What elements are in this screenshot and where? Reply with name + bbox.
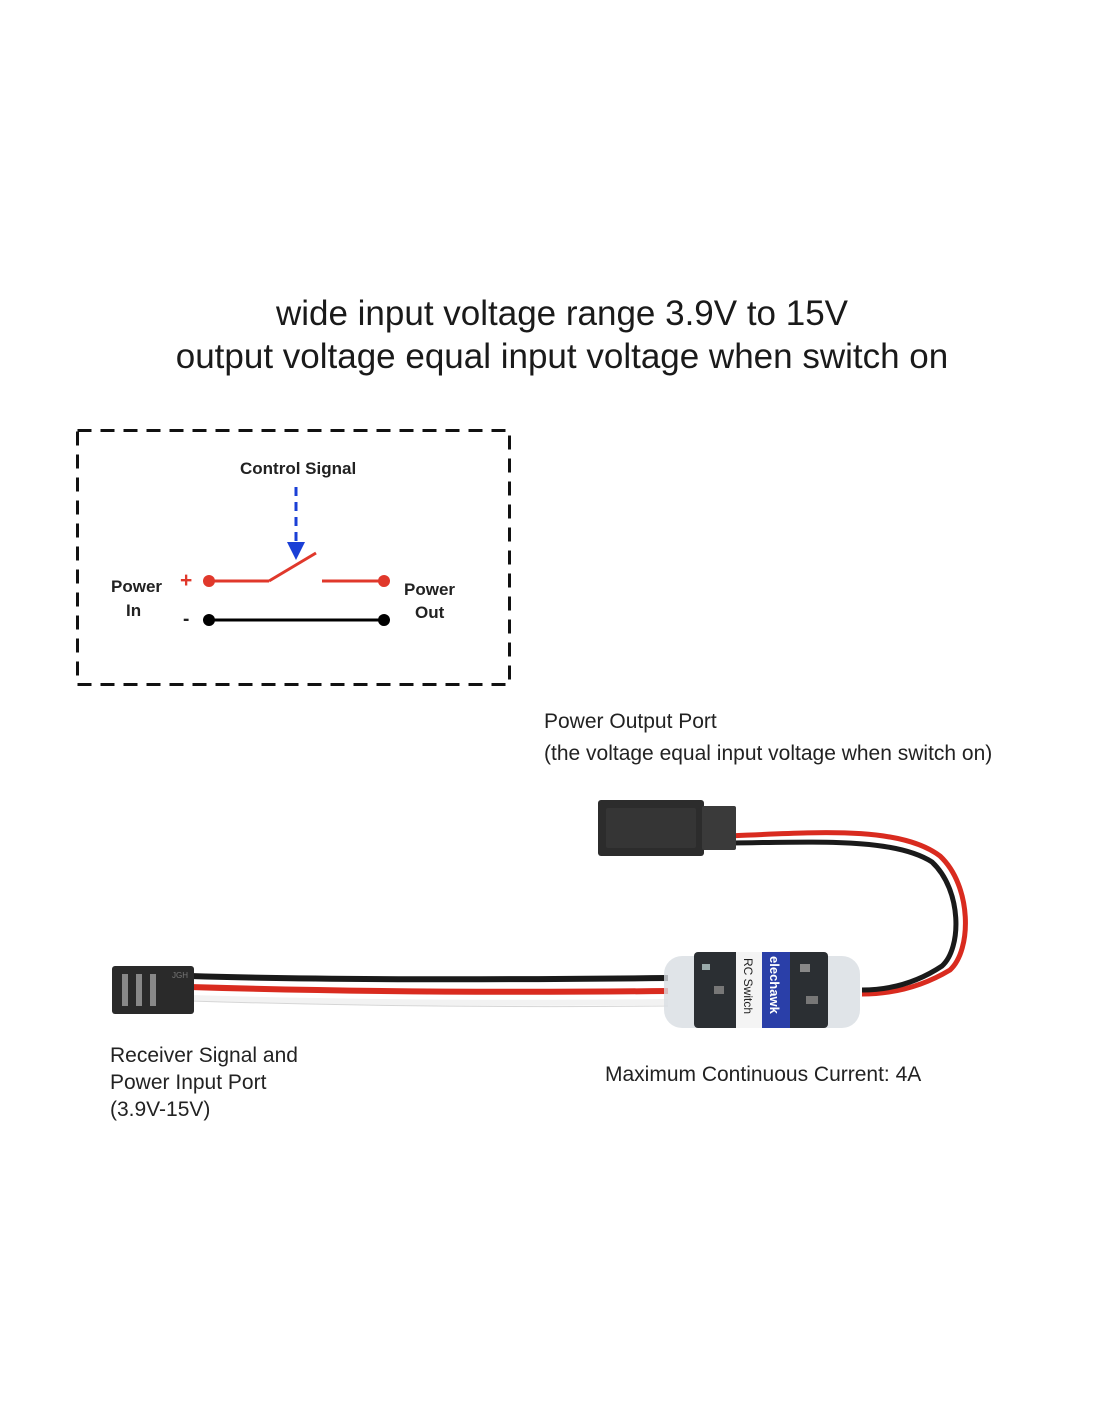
minus-sign: - bbox=[183, 609, 190, 630]
input-port-voltage-range: (3.9V-15V) bbox=[110, 1098, 211, 1121]
max-current-label: Maximum Continuous Current: 4A bbox=[605, 1063, 922, 1086]
headline-output-voltage: output voltage equal input voltage when … bbox=[175, 337, 949, 376]
input-pin-1 bbox=[122, 974, 128, 1006]
input-port-line-2: Power Input Port bbox=[110, 1071, 267, 1094]
control-signal-label: Control Signal bbox=[240, 459, 357, 478]
module-component-1 bbox=[702, 964, 710, 970]
dashed-border bbox=[76, 429, 511, 686]
connector-marking: JGH bbox=[172, 971, 188, 980]
input-wire-black bbox=[189, 973, 669, 983]
terminal-out-positive bbox=[378, 575, 390, 587]
module-component-2 bbox=[714, 986, 724, 994]
schematic-drawing bbox=[76, 429, 511, 686]
input-port-line-1: Receiver Signal and bbox=[110, 1044, 298, 1067]
input-wire-red bbox=[189, 984, 669, 995]
output-wire-red bbox=[727, 830, 968, 997]
module-model-text: RC Switch bbox=[741, 958, 755, 1014]
input-wire-white-edge bbox=[189, 1000, 669, 1008]
switch-schematic: Control Signal Power In + - Power Out bbox=[76, 429, 511, 686]
output-connector-face bbox=[606, 808, 696, 848]
output-wire-black bbox=[727, 839, 959, 993]
module-label-blue bbox=[762, 952, 790, 1028]
switch-blade bbox=[268, 551, 317, 583]
power-out-label-2: Out bbox=[415, 603, 445, 622]
module-component-3 bbox=[800, 964, 810, 972]
power-out-label-1: Power bbox=[404, 580, 456, 599]
module-brand-text: elechawk bbox=[767, 956, 782, 1015]
input-wire-white bbox=[189, 995, 669, 1006]
power-in-label-1: Power bbox=[111, 577, 163, 596]
output-connector-clip bbox=[702, 806, 736, 850]
module-label-white bbox=[736, 952, 762, 1028]
power-in-label-2: In bbox=[126, 601, 142, 620]
input-pin-3 bbox=[150, 974, 156, 1006]
output-port-title: Power Output Port bbox=[544, 710, 717, 733]
output-port-note: (the voltage equal input voltage when sw… bbox=[544, 742, 993, 765]
terminal-out-negative bbox=[378, 614, 390, 626]
input-pin-2 bbox=[136, 974, 142, 1006]
signal-arrow-head bbox=[287, 542, 305, 560]
headline-voltage-range: wide input voltage range 3.9V to 15V bbox=[275, 294, 849, 333]
module-component-4 bbox=[806, 996, 818, 1004]
plus-sign: + bbox=[180, 569, 193, 592]
